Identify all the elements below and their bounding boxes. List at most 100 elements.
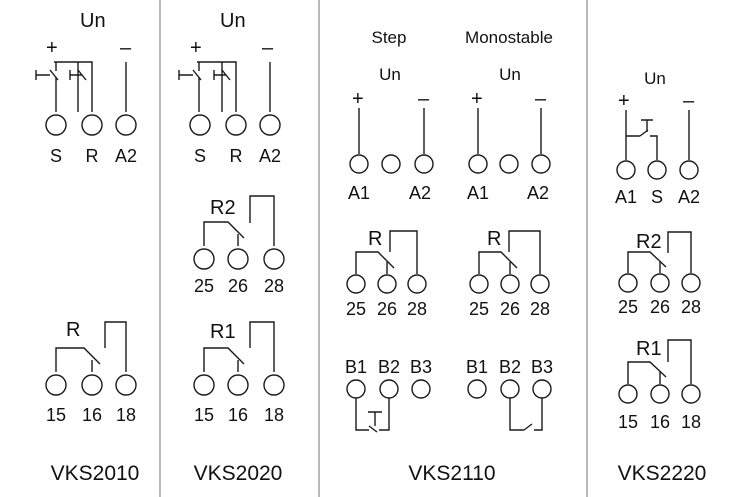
section-vks2010: Un + – S R A2 R 15 16 18 VKS2010	[35, 10, 140, 485]
step-pin-b1: B1	[345, 357, 367, 377]
model-name: VKS2220	[618, 462, 707, 485]
minus-sign: –	[120, 37, 132, 59]
step-pin-b2: B2	[378, 357, 400, 377]
step-pin-26: 26	[377, 299, 397, 319]
terminal-s	[647, 160, 667, 180]
terminal-26	[650, 273, 670, 293]
terminal-15	[45, 374, 67, 396]
step-terminal-26	[377, 274, 397, 294]
relay2-no-path	[249, 195, 275, 246]
relay2-no-path	[667, 231, 692, 273]
section-vks2110: Step Un + – A1 A2 R 25 26 28 B1 B2 B3 Mo…	[345, 28, 553, 485]
plus-sign: +	[190, 37, 202, 59]
step-relay-contact	[355, 251, 395, 274]
relay1-no-path	[667, 339, 692, 384]
step-pin-a2: A2	[409, 183, 431, 203]
mono-pin-26: 26	[500, 299, 520, 319]
model-name: VKS2010	[51, 462, 140, 485]
relay1-contact	[627, 361, 667, 384]
terminal-a2	[259, 114, 281, 136]
mono-terminal-28	[530, 274, 550, 294]
step-terminal-25	[346, 274, 366, 294]
step-pushbutton	[368, 411, 382, 433]
relay1-label: R1	[210, 321, 236, 343]
terminal-s	[189, 114, 211, 136]
terminal-15	[618, 384, 638, 404]
pin-26: 26	[650, 297, 670, 317]
model-name: VKS2110	[408, 462, 495, 485]
step-pin-25: 25	[346, 299, 366, 319]
terminal-18	[681, 384, 701, 404]
plus-sign: +	[46, 37, 58, 59]
mono-plus-sign: +	[471, 88, 483, 110]
pin-s: S	[651, 187, 663, 207]
mono-relay-label: R	[487, 228, 501, 250]
step-terminal-b3	[411, 379, 431, 399]
mono-terminal-b2	[500, 379, 520, 399]
step-terminal-b1	[346, 379, 366, 399]
pin-25: 25	[618, 297, 638, 317]
s-switch-button	[35, 70, 50, 80]
terminal-a2	[115, 114, 137, 136]
mono-pin-28: 28	[530, 299, 550, 319]
terminal-s	[45, 114, 67, 136]
pin-15: 15	[46, 405, 66, 425]
step-heading: Step	[372, 28, 407, 47]
supply-bus	[197, 61, 237, 112]
step-terminal-blank	[381, 154, 401, 174]
step-supply-label: Un	[379, 65, 401, 84]
terminal-15	[193, 374, 215, 396]
mono-relay-no-path	[508, 230, 541, 274]
relay1-contact	[203, 347, 245, 372]
pin-25: 25	[194, 276, 214, 296]
mono-minus-sign: –	[535, 88, 547, 110]
mono-terminal-25	[469, 274, 489, 294]
terminal-16	[81, 374, 103, 396]
terminal-16	[227, 374, 249, 396]
section-vks2220: Un + – A1 S A2 R2 25 26 28 R1 15 16 18	[615, 69, 706, 485]
mono-terminal-blank	[499, 154, 519, 174]
supply-label: Un	[80, 10, 106, 32]
pin-16: 16	[228, 405, 248, 425]
pin-16: 16	[82, 405, 102, 425]
pin-s: S	[194, 146, 206, 166]
supply-bus	[54, 61, 93, 112]
mono-switch-wire	[509, 398, 543, 431]
mono-pin-b3: B3	[531, 357, 553, 377]
mono-pin-b1: B1	[466, 357, 488, 377]
relay1-label: R1	[636, 338, 662, 360]
mono-terminal-26	[500, 274, 520, 294]
mono-terminal-b3	[532, 379, 552, 399]
mono-pin-a2: A2	[527, 183, 549, 203]
s-pushbutton	[639, 119, 653, 137]
step-relay-no-path	[389, 230, 418, 274]
relay2-label: R2	[636, 231, 662, 253]
pin-r: R	[230, 146, 243, 166]
mono-terminal-b1	[467, 379, 487, 399]
r-switch	[213, 69, 231, 81]
step-terminal-a2	[414, 154, 434, 174]
relay2-contact	[627, 251, 667, 273]
step-pin-b3: B3	[410, 357, 432, 377]
mono-heading: Monostable	[465, 28, 553, 47]
supply-label: Un	[644, 69, 666, 88]
terminal-25	[618, 273, 638, 293]
relay1-no-path	[249, 321, 275, 372]
pin-a2: A2	[115, 146, 137, 166]
terminal-r	[81, 114, 103, 136]
s-switch-contact	[49, 69, 59, 81]
mono-pin-a1: A1	[467, 183, 489, 203]
mono-switch	[523, 423, 533, 431]
terminal-28	[681, 273, 701, 293]
relay2-contact	[203, 221, 245, 246]
step-relay-label: R	[368, 228, 382, 250]
mono-pin-b2: B2	[499, 357, 521, 377]
terminal-25	[193, 248, 215, 270]
pin-a1: A1	[615, 187, 637, 207]
pin-28: 28	[681, 297, 701, 317]
plus-sign: +	[618, 90, 630, 112]
pin-18: 18	[264, 405, 284, 425]
minus-sign: –	[683, 90, 695, 112]
